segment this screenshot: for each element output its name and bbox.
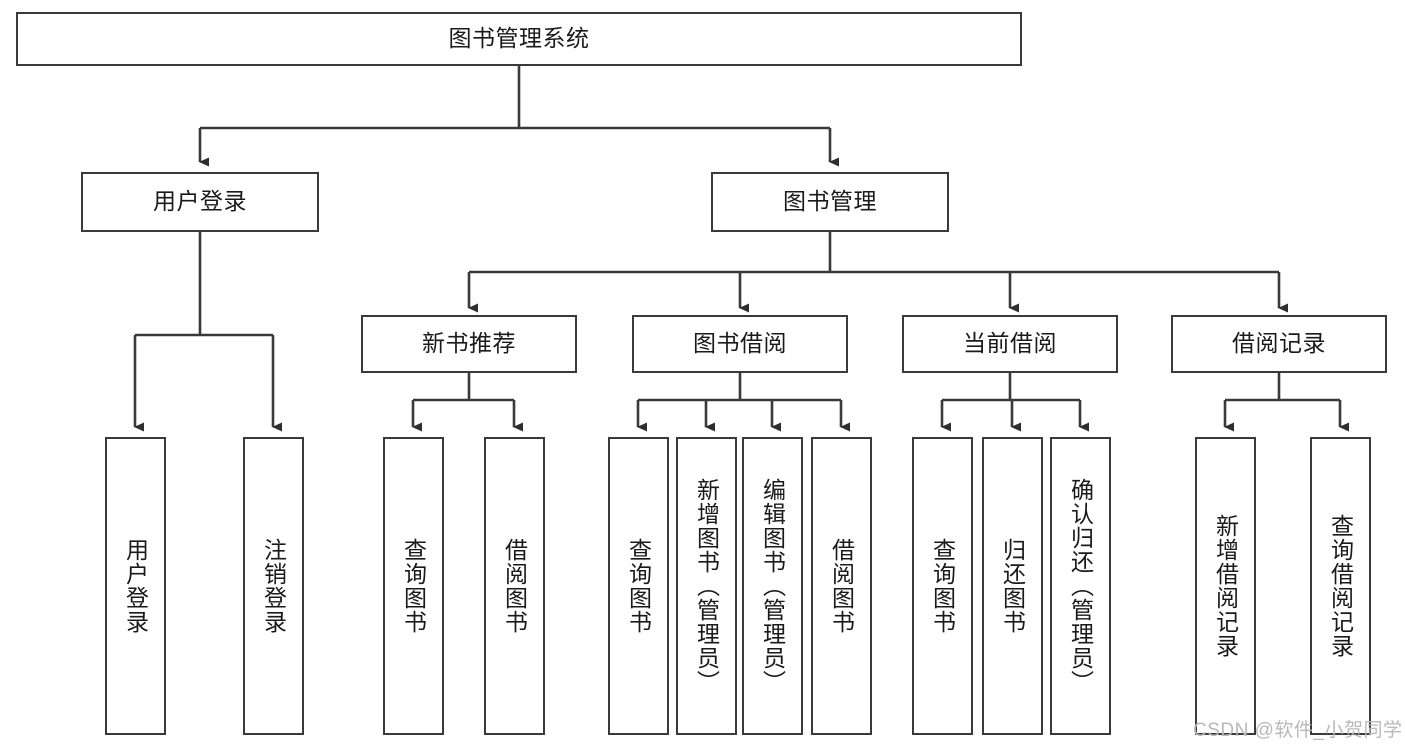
node-root-label: 图书管理系统 [448,25,590,52]
node-book-borrow[interactable]: 图书借阅 [632,315,848,373]
leaf-current-query-book[interactable]: 查询图书 [912,437,973,735]
leaf-borrow-edit-book-admin[interactable]: 编辑图书（管理员） [742,437,803,735]
leaf-current-confirm-return-admin[interactable]: 确认归还（管理员） [1050,437,1111,735]
leaf-label: 新增图书（管理员） [693,478,720,694]
node-book-borrow-label: 图书借阅 [693,330,787,357]
leaf-user-login-signin[interactable]: 用户登录 [105,437,166,735]
leaf-label: 注销登录 [260,538,287,634]
leaf-label: 查询图书 [400,538,427,634]
node-current-borrow-label: 当前借阅 [963,330,1057,357]
leaf-label: 新增借阅记录 [1212,514,1239,658]
leaf-label: 用户登录 [122,538,149,634]
leaf-records-add-record[interactable]: 新增借阅记录 [1195,437,1256,735]
leaf-label: 借阅图书 [828,538,855,634]
node-new-book-recommend[interactable]: 新书推荐 [361,315,577,373]
leaf-borrow-query-book[interactable]: 查询图书 [608,437,669,735]
leaf-label: 查询借阅记录 [1327,514,1354,658]
node-book-management-label: 图书管理 [783,188,877,215]
leaf-borrow-borrow-book[interactable]: 借阅图书 [811,437,872,735]
leaf-label: 查询图书 [929,538,956,634]
node-user-login-label: 用户登录 [153,188,247,215]
leaf-label: 归还图书 [999,538,1026,634]
leaf-borrow-add-book-admin[interactable]: 新增图书（管理员） [676,437,737,735]
node-borrow-records-label: 借阅记录 [1232,330,1326,357]
leaf-records-query-record[interactable]: 查询借阅记录 [1310,437,1371,735]
node-current-borrow[interactable]: 当前借阅 [902,315,1118,373]
node-new-book-recommend-label: 新书推荐 [422,330,516,357]
node-root-system[interactable]: 图书管理系统 [16,12,1022,66]
leaf-recommend-borrow-book[interactable]: 借阅图书 [484,437,545,735]
node-user-login[interactable]: 用户登录 [81,172,319,232]
leaf-label: 确认归还（管理员） [1067,478,1094,694]
leaf-recommend-query-book[interactable]: 查询图书 [383,437,444,735]
leaf-label: 借阅图书 [501,538,528,634]
node-borrow-records[interactable]: 借阅记录 [1171,315,1387,373]
leaf-label: 编辑图书（管理员） [759,478,786,694]
leaf-user-login-signout[interactable]: 注销登录 [243,437,304,735]
leaf-current-return-book[interactable]: 归还图书 [982,437,1043,735]
leaf-label: 查询图书 [625,538,652,634]
node-book-management[interactable]: 图书管理 [711,172,949,232]
